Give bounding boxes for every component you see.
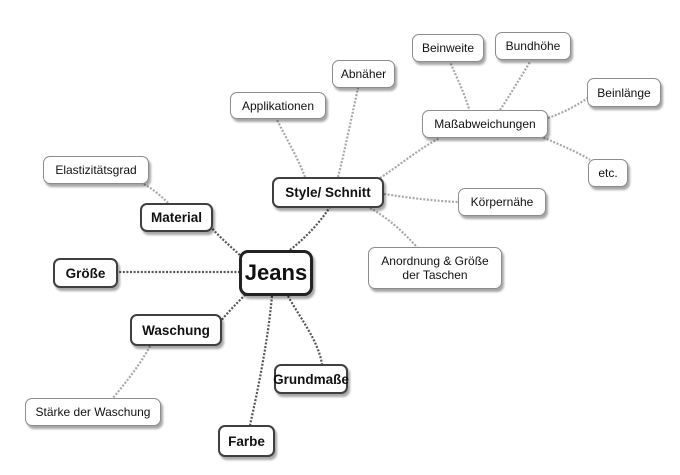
branch-node-material: Material [140,203,213,232]
leaf-node-bundhoehe: Bundhöhe [495,32,571,60]
branch-node-grundmasse: Grundmaße [273,364,349,394]
leaf-node-abnaeher: Abnäher [332,60,395,88]
connector-mass-beinweite [448,61,472,113]
leaf-node-koerpernaehe: Körpernähe [458,188,546,216]
leaf-node-beinlaenge: Beinlänge [587,78,661,107]
leaf-node-taschen: Anordnung & Größe der Taschen [368,247,502,289]
branch-node-farbe: Farbe [218,425,275,457]
connector-jeans-grundmasse [287,295,324,365]
connector-style-abnaeher [336,87,360,178]
connector-mass-etc [539,134,591,161]
leaf-node-beinweite: Beinweite [412,34,484,62]
branch-node-waschung: Waschung [130,314,222,346]
root-node-jeans: Jeans [239,250,313,296]
connector-mass-bundhoehe [499,61,531,111]
connector-style-koerpernaehe [383,192,459,204]
connector-style-taschen [369,207,419,249]
connector-mass-beinlaenge [547,95,591,120]
connector-style-massabweichungen [379,137,441,179]
connector-style-applikationen [275,117,307,178]
leaf-node-etc: etc. [588,159,628,187]
branch-node-groesse: Größe [53,258,118,288]
branch-node-style: Style/ Schnitt [272,177,384,208]
connector-jeans-waschung [219,291,249,323]
leaf-node-elastizitaetsgrad: Elastizitätsgrad [43,156,149,184]
connector-jeans-farbe [248,295,274,426]
connector-material-elastizitaet [139,181,169,204]
leaf-node-massabweichungen: Maßabweichungen [422,110,548,138]
connector-jeans-style [289,206,331,251]
connector-waschung-staerke [111,345,151,400]
leaf-node-staerke-waschung: Stärke der Waschung [25,398,161,426]
leaf-node-applikationen: Applikationen [230,92,326,119]
